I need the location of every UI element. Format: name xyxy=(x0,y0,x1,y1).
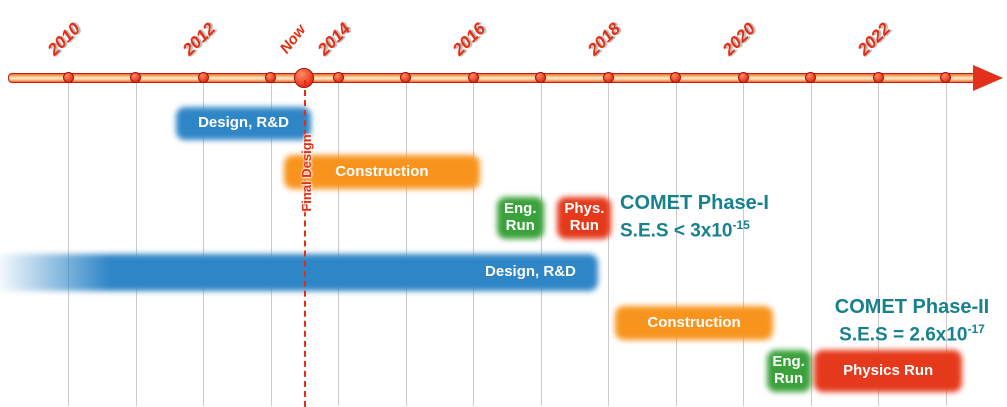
tick-dot-2022 xyxy=(872,72,884,83)
phase2-ses: S.E.S = 2.6x10-17 xyxy=(816,318,1007,346)
final-design-label: Final Design xyxy=(299,134,314,212)
bar-label: Eng. Run xyxy=(772,353,805,387)
bar-phase2-physics-run: Physics Run xyxy=(813,350,963,392)
tick-dot-2012 xyxy=(197,72,209,83)
phase2-ses-base: S.E.S = 2.6x10 xyxy=(839,324,968,346)
tick-dot-2015 xyxy=(400,72,411,83)
phase1-ses-base: S.E.S < 3x10 xyxy=(620,220,733,242)
tick-dot-2023 xyxy=(940,72,951,83)
bar-phase2-design-r-d: Design, R&D xyxy=(0,254,598,291)
bar-fill xyxy=(614,306,774,340)
bar-label: Phys. Run xyxy=(564,200,605,234)
gridline-2022 xyxy=(878,80,879,406)
tick-dot-2010 xyxy=(62,72,74,83)
timeline-arrow-icon xyxy=(973,65,1003,91)
gridline-2020 xyxy=(743,80,744,406)
year-label-2020: 2020 xyxy=(718,19,760,60)
bar-fill xyxy=(813,350,963,392)
phase1-caption: COMET Phase-I S.E.S < 3x10-15 xyxy=(620,192,769,242)
bar-phase2-construction: Construction xyxy=(614,306,774,340)
now-dashed-line xyxy=(304,80,306,407)
phase2-title: COMET Phase-II xyxy=(834,296,990,318)
gridline-2017 xyxy=(540,80,542,406)
bar-label: Design, R&D xyxy=(198,114,289,132)
phase1-ses: S.E.S < 3x10-15 xyxy=(620,214,769,242)
gridline-2011 xyxy=(135,80,137,406)
tick-dot-2021 xyxy=(805,72,816,83)
gridline-2018 xyxy=(608,80,609,406)
tick-dot-2018 xyxy=(602,72,614,83)
gridline-2012 xyxy=(203,80,204,406)
tick-dot-2017 xyxy=(535,72,546,83)
tick-dot-2020 xyxy=(737,72,749,83)
phase1-title: COMET Phase-I xyxy=(620,192,769,214)
bar-phase1-phys-run: Phys. Run xyxy=(557,197,612,239)
year-label-2010: 2010 xyxy=(43,19,85,60)
year-label-2012: 2012 xyxy=(178,19,220,60)
gridline-2023 xyxy=(945,80,947,406)
bar-fill xyxy=(0,254,598,291)
bar-fill xyxy=(284,155,480,189)
gridline-2014 xyxy=(338,80,339,406)
bar-phase1-construction: Construction xyxy=(284,155,480,189)
year-label-2016: 2016 xyxy=(448,19,490,60)
tick-dot-2016 xyxy=(467,72,479,83)
year-label-2022: 2022 xyxy=(853,19,895,60)
phase1-ses-exponent: -15 xyxy=(732,218,750,232)
bar-phase2-eng-run: Eng. Run xyxy=(766,350,811,392)
bar-phase1-design-r-d: Design, R&D xyxy=(176,107,311,140)
bar-label: Construction xyxy=(647,313,741,331)
bar-fill xyxy=(496,197,544,239)
bar-phase1-eng-run: Eng. Run xyxy=(496,197,544,239)
gridline-2016 xyxy=(473,80,474,406)
phase2-ses-exponent: -17 xyxy=(967,322,985,336)
now-label: Now xyxy=(276,21,310,57)
bar-fill xyxy=(176,107,311,140)
gridline-2010 xyxy=(68,80,69,406)
year-label-2018: 2018 xyxy=(583,19,625,60)
bar-fill xyxy=(766,350,811,392)
timeline-axis xyxy=(8,73,977,83)
tick-dot-2014 xyxy=(332,72,344,83)
tick-dot-2019 xyxy=(670,72,681,83)
phase2-caption: COMET Phase-II S.E.S = 2.6x10-17 xyxy=(816,296,1007,346)
tick-dot-2013 xyxy=(265,72,276,83)
tick-dot-2011 xyxy=(130,72,141,83)
bar-label: Eng. Run xyxy=(504,200,537,234)
bar-label: Physics Run xyxy=(843,361,934,379)
gridline-2013 xyxy=(270,80,272,406)
gridline-2021 xyxy=(810,80,812,406)
gridline-2015 xyxy=(405,80,407,406)
year-label-2014: 2014 xyxy=(313,19,355,60)
gridline-2019 xyxy=(675,80,677,406)
bar-fill xyxy=(557,197,612,239)
bar-label: Design, R&D xyxy=(485,263,576,281)
bar-label: Construction xyxy=(335,162,429,180)
